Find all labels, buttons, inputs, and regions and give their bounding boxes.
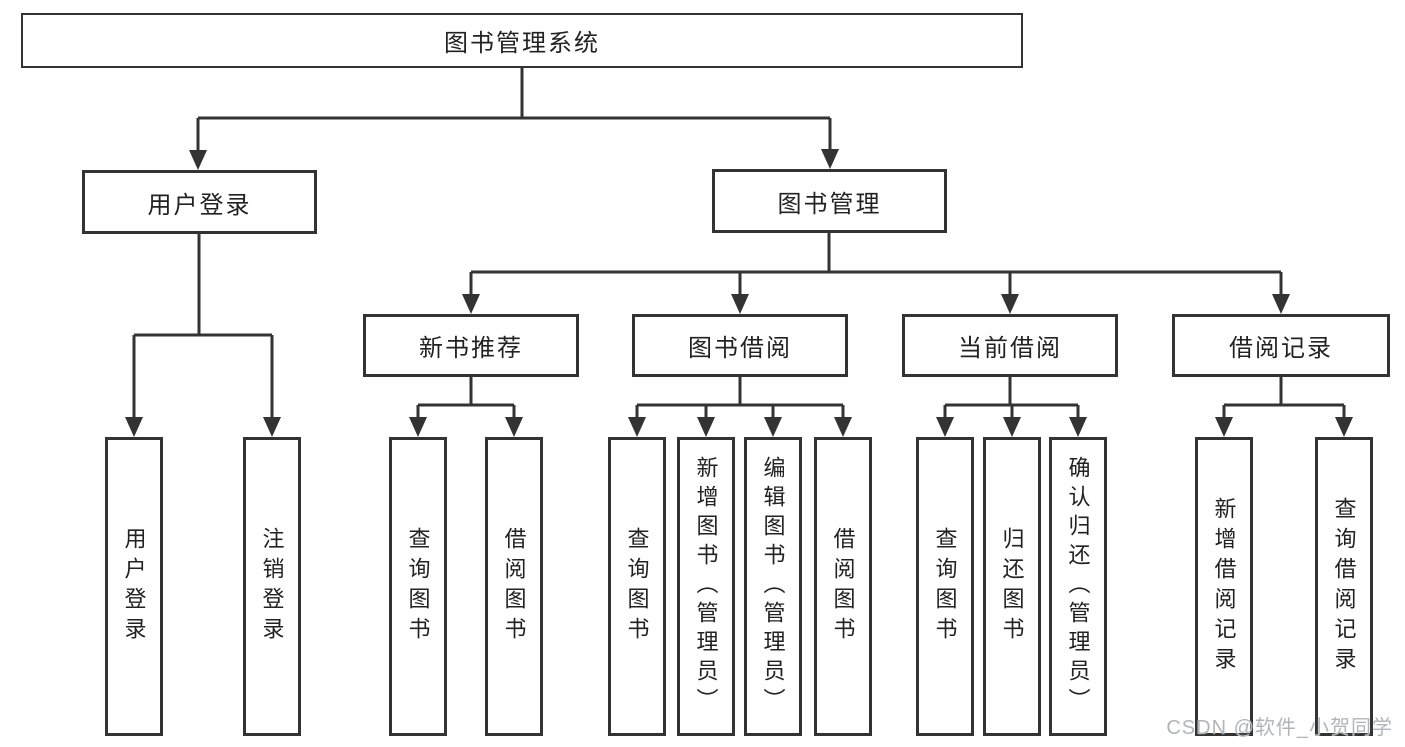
leaf-label: 用户登录 xyxy=(121,526,147,647)
edge-userlogin-to-leaves xyxy=(132,234,274,420)
leaf-label: 查询借阅记录 xyxy=(1331,496,1357,677)
leaf-confirm-return-admin: 确认归还（管理员） xyxy=(1049,437,1107,736)
leaf-borrow-book: 借阅图书 xyxy=(814,437,872,736)
csdn-watermark: CSDN @软件_小贺同学 xyxy=(1166,717,1393,739)
leaf-logout: 注销登录 xyxy=(243,437,301,736)
leaf-query-book-borrow: 查询图书 xyxy=(608,437,666,736)
leaf-add-book-admin: 新增图书（管理员） xyxy=(677,437,735,736)
leaf-label: 查询图书 xyxy=(932,526,958,647)
leaf-label: 查询图书 xyxy=(624,526,650,647)
leaf-label: 确认归还（管理员） xyxy=(1065,456,1091,717)
leaf-query-borrow-record: 查询借阅记录 xyxy=(1315,437,1373,736)
node-book-mgmt: 图书管理 xyxy=(712,169,947,233)
node-book-borrow: 图书借阅 xyxy=(632,314,848,377)
leaf-query-book-recommend: 查询图书 xyxy=(389,437,447,736)
leaf-label: 注销登录 xyxy=(259,526,285,647)
edge-records-to-leaves xyxy=(1222,377,1346,420)
leaf-add-borrow-record: 新增借阅记录 xyxy=(1195,437,1253,736)
leaf-label: 归还图书 xyxy=(999,526,1025,647)
edge-newbook-to-leaves xyxy=(416,377,516,420)
leaf-user-login: 用户登录 xyxy=(105,437,163,736)
edge-bookmgmt-to-level3 xyxy=(469,233,1283,297)
node-current-borrow: 当前借阅 xyxy=(902,314,1118,377)
node-borrow-records: 借阅记录 xyxy=(1172,314,1390,377)
leaf-edit-book-admin: 编辑图书（管理员） xyxy=(744,437,802,736)
node-root: 图书管理系统 xyxy=(21,13,1023,68)
leaf-label: 新增图书（管理员） xyxy=(693,456,719,717)
leaf-label: 借阅图书 xyxy=(501,526,527,647)
node-new-book-recommend: 新书推荐 xyxy=(363,314,579,377)
leaf-label: 编辑图书（管理员） xyxy=(760,456,786,717)
node-user-login: 用户登录 xyxy=(82,170,317,234)
leaf-label: 新增借阅记录 xyxy=(1211,496,1237,677)
leaf-query-book-current: 查询图书 xyxy=(916,437,974,736)
edge-current-to-leaves xyxy=(943,377,1080,420)
edge-root-to-level2 xyxy=(196,68,832,152)
leaf-return-book: 归还图书 xyxy=(983,437,1041,736)
leaf-label: 借阅图书 xyxy=(830,526,856,647)
leaf-label: 查询图书 xyxy=(405,526,431,647)
edge-borrow-to-leaves xyxy=(635,377,845,420)
leaf-borrow-book-recommend: 借阅图书 xyxy=(485,437,543,736)
